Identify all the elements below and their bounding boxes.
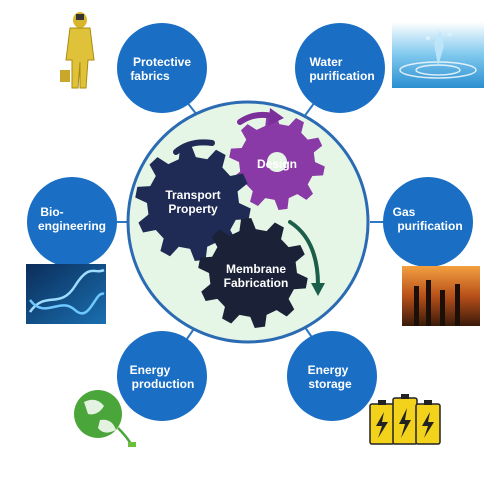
gas-purification-line2: purification [397,219,462,233]
node-energy-production: Energy production [117,331,207,421]
gas-purification-line1: Gas [393,205,416,219]
energy-production-line1: Energy [130,363,171,377]
water-splash-icon [392,22,484,88]
membrane-gear-label-line1: Membrane [226,262,286,276]
design-gear-label: Design [257,157,297,171]
node-water-purification: Water purification [295,23,385,113]
protective-fabrics-line1: Protective [133,55,191,69]
dna-helix-icon [26,264,106,324]
water-purification-line1: Water [310,55,343,69]
hazmat-suit-icon [60,12,95,89]
node-energy-storage: Energy storage [287,331,377,421]
energy-production-line2: production [132,377,195,391]
membrane-fabrication-gear [198,218,308,328]
transport-gear-label-line1: Transport [165,188,220,202]
energy-storage-line2: storage [308,377,352,391]
transport-gear-label-line2: Property [168,202,218,216]
node-protective-fabrics: Protective fabrics [117,23,207,113]
membrane-gear-label-line2: Fabrication [224,276,289,290]
energy-storage-line1: Energy [308,363,349,377]
protective-fabrics-line2: fabrics [130,69,170,83]
factory-smoke-icon [402,266,480,326]
transport-arrow [173,139,215,155]
battery-pack-icon [369,394,441,445]
node-bio-engineering: Bio- engineering [27,177,117,267]
green-globe-plug-icon [74,390,136,447]
bio-engineering-line1: Bio- [40,205,63,219]
bio-engineering-line2: engineering [38,219,106,233]
design-arrow [237,108,284,126]
water-purification-line2: purification [309,69,374,83]
node-gas-purification: Gas purification [383,177,473,267]
membrane-arrow [288,220,325,296]
design-gear [229,114,325,210]
